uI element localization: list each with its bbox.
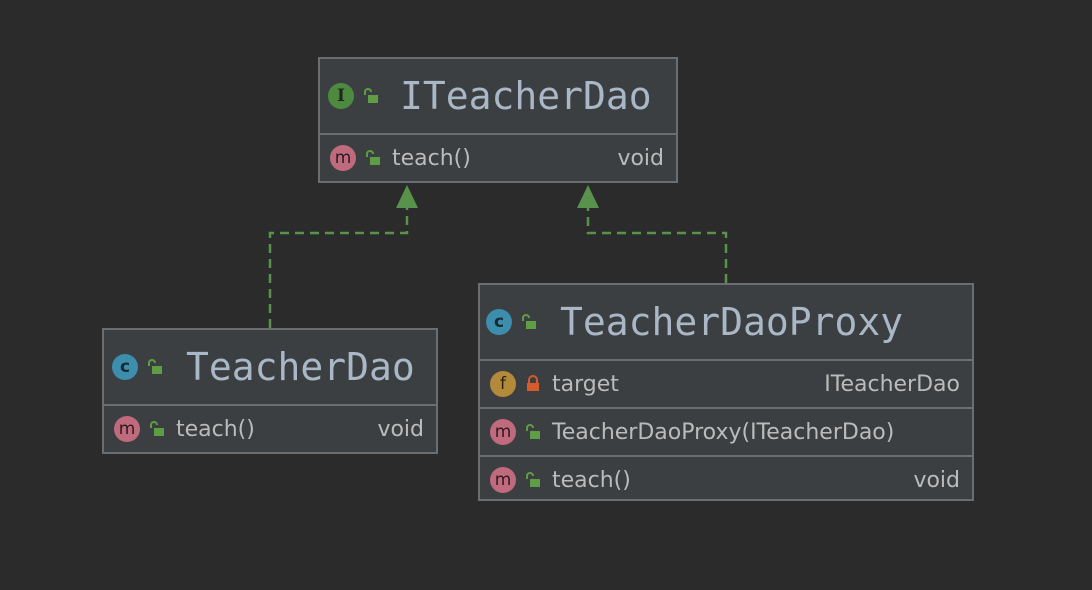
method-row[interactable]: m teach() void	[104, 406, 436, 452]
method-icon: m	[490, 419, 516, 445]
return-type: void	[913, 467, 960, 493]
constructor-row[interactable]: m TeacherDaoProxy(ITeacherDao)	[480, 409, 972, 455]
methods-section: m teach() void	[320, 135, 676, 181]
method-name: teach()	[176, 416, 255, 442]
method-row[interactable]: m teach() void	[480, 457, 972, 503]
public-unlocked-icon	[520, 313, 538, 331]
class-header: c TeacherDaoProxy	[480, 285, 972, 361]
interface-header: I ITeacherDao	[320, 59, 676, 135]
class-teacherdaoproxy[interactable]: c TeacherDaoProxy f target ITeacherDao m…	[478, 283, 974, 501]
private-locked-icon	[524, 375, 542, 393]
public-unlocked-icon	[524, 471, 542, 489]
method-name: teach()	[552, 467, 631, 493]
method-row[interactable]: m teach() void	[320, 135, 676, 181]
class-name: TeacherDaoProxy	[560, 300, 904, 344]
class-name: ITeacherDao	[400, 74, 652, 118]
class-name: TeacherDao	[186, 345, 415, 389]
class-icon: c	[486, 309, 512, 335]
methods-section: m teach() void	[104, 406, 436, 452]
method-icon: m	[330, 145, 356, 171]
constructors-section: m TeacherDaoProxy(ITeacherDao)	[480, 409, 972, 457]
public-unlocked-icon	[362, 87, 380, 105]
class-header: c TeacherDao	[104, 330, 436, 406]
methods-section: m teach() void	[480, 457, 972, 503]
public-unlocked-icon	[148, 420, 166, 438]
interface-iteacherdao[interactable]: I ITeacherDao m teach() void	[318, 57, 678, 183]
method-icon: m	[114, 416, 140, 442]
realization-edge-teacherdao	[268, 185, 418, 328]
constructor-signature: TeacherDaoProxy(ITeacherDao)	[552, 419, 895, 445]
method-icon: m	[490, 467, 516, 493]
realization-arrowhead-icon	[577, 185, 599, 208]
fields-section: f target ITeacherDao	[480, 361, 972, 409]
field-row[interactable]: f target ITeacherDao	[480, 361, 972, 407]
interface-icon: I	[328, 83, 354, 109]
field-name: target	[552, 371, 619, 397]
class-teacherdao[interactable]: c TeacherDao m teach() void	[102, 328, 438, 454]
realization-arrowhead-icon	[396, 185, 418, 208]
return-type: void	[617, 145, 664, 171]
field-icon: f	[490, 371, 516, 397]
realization-edge-teacherdaoproxy	[577, 185, 728, 283]
field-type: ITeacherDao	[824, 371, 960, 397]
method-name: teach()	[392, 145, 471, 171]
return-type: void	[377, 416, 424, 442]
public-unlocked-icon	[524, 423, 542, 441]
public-unlocked-icon	[364, 149, 382, 167]
public-unlocked-icon	[146, 358, 164, 376]
class-icon: c	[112, 354, 138, 380]
